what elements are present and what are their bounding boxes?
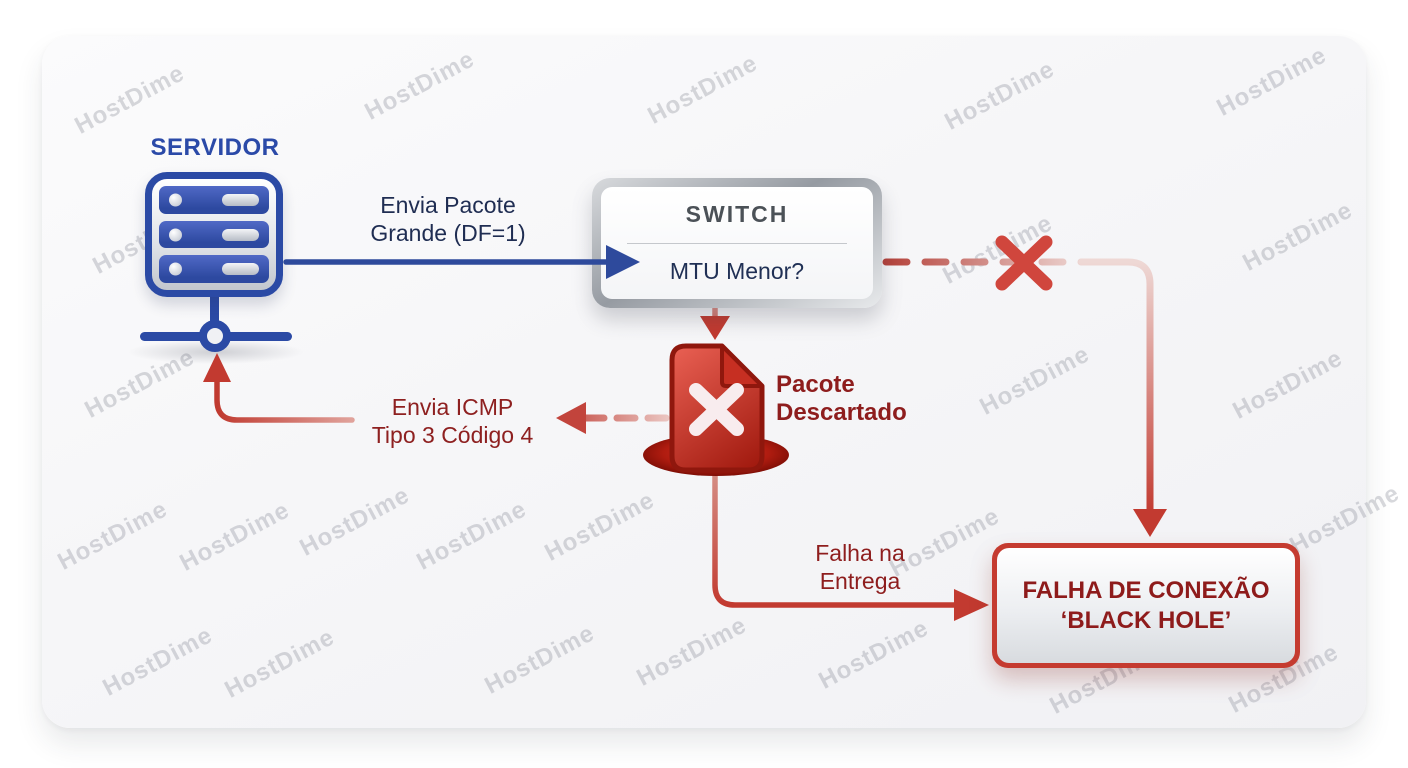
packet-drop-icon [643, 343, 789, 476]
icmp-label: Envia ICMP Tipo 3 Código 4 [350, 393, 555, 449]
failure-line2: ‘BLACK HOLE’ [1060, 606, 1232, 634]
dashed-blocked-path [882, 235, 1167, 537]
arrow-delivery-fail [712, 452, 989, 621]
server-row [159, 255, 269, 284]
x-mark-icon [995, 235, 1053, 291]
server-icon [145, 172, 283, 297]
switch-divider [627, 242, 847, 244]
server-led-icon [169, 193, 182, 207]
send-packet-line1: Envia Pacote [380, 192, 516, 218]
arrow-icmp-return [203, 353, 355, 423]
delivery-fail-label: Falha na Entrega [790, 539, 930, 595]
server-rows [159, 186, 269, 284]
server-slot-icon [222, 228, 259, 241]
packet-file-fold [720, 344, 764, 388]
failure-node: FALHA DE CONEXÃO ‘BLACK HOLE’ [992, 543, 1300, 668]
server-slot-icon [222, 263, 259, 276]
icmp-line1: Envia ICMP [391, 394, 514, 420]
server-row [159, 220, 269, 249]
network-node-icon [199, 320, 231, 352]
switch-node-inner: SWITCH MTU Menor? [601, 187, 873, 299]
packet-dropped-line1: Pacote [776, 371, 855, 398]
failure-node-inner: FALHA DE CONEXÃO ‘BLACK HOLE’ [997, 548, 1295, 663]
delivery-fail-line2: Entrega [819, 568, 901, 594]
packet-dropped-line2: Descartado [776, 399, 907, 426]
arrow-blackhole-down [1133, 509, 1167, 537]
send-packet-line2: Grande (DF=1) [370, 220, 526, 246]
send-packet-label: Envia Pacote Grande (DF=1) [340, 191, 556, 247]
server-led-icon [169, 262, 182, 276]
packet-x-icon [689, 383, 744, 436]
switch-node: SWITCH MTU Menor? [592, 178, 882, 308]
server-label: SERVIDOR [150, 134, 280, 161]
switch-question: MTU Menor? [669, 257, 805, 284]
delivery-fail-line1: Falha na [815, 540, 905, 566]
server-row [159, 186, 269, 214]
server-shadow [128, 340, 304, 364]
failure-line1: FALHA DE CONEXÃO [1022, 576, 1270, 604]
arrow-send-packet [283, 245, 640, 279]
icmp-line2: Tipo 3 Código 4 [371, 422, 534, 448]
packet-dropped-label: Pacote Descartado [776, 371, 946, 427]
server-slot-icon [222, 193, 259, 206]
arrow-icmp-dashed [556, 402, 672, 434]
server-stem [210, 297, 219, 325]
server-led-icon [169, 228, 182, 241]
switch-title: SWITCH [685, 201, 789, 228]
